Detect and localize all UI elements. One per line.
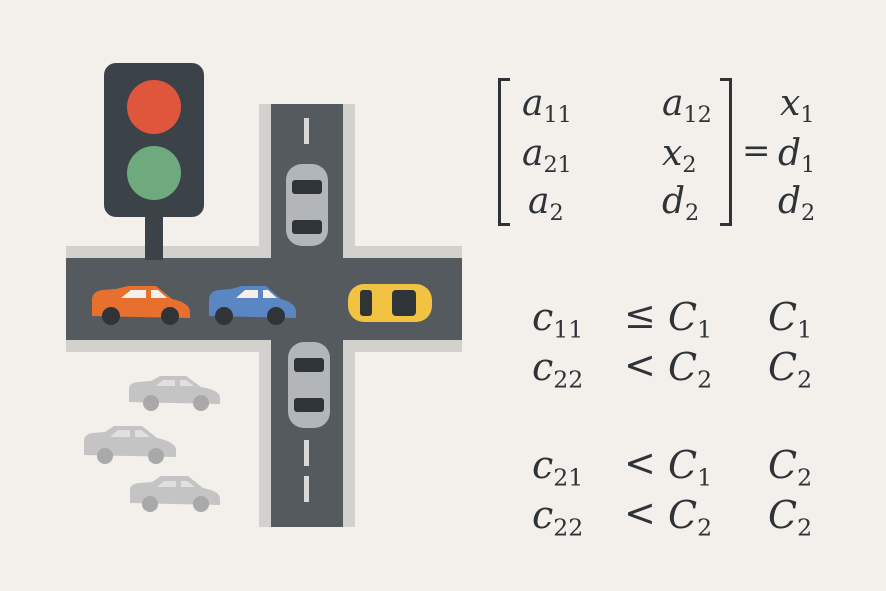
constraint-1-1-rhs: C1 <box>768 295 813 344</box>
equals-sign: = <box>742 131 771 171</box>
car-icon-blue <box>209 286 296 325</box>
car-icon-yellow <box>348 284 432 322</box>
constraint-2-1-operator: < <box>624 441 656 485</box>
constraint-2-1-rhs: C2 <box>768 443 813 492</box>
matrix-cell-3-1: a2 <box>528 181 564 227</box>
car-icon-gray-bottom <box>288 342 330 428</box>
red-light <box>127 80 181 134</box>
rhs-cell-2: d1 <box>778 133 816 179</box>
constraint-2-1-lhs: c21 <box>532 443 584 492</box>
matrix-left-bracket <box>498 78 510 226</box>
constraint-2-2-mid: C2 <box>668 493 713 542</box>
constraint-1-2-lhs: c22 <box>532 345 584 394</box>
traffic-light-icon <box>104 63 204 260</box>
lane-dash <box>304 118 309 144</box>
matrix-right-bracket <box>720 78 732 226</box>
constraint-1-1-mid: C1 <box>668 295 713 344</box>
car-icon-gray-top <box>286 164 328 246</box>
matrix-cell-3-2: d2 <box>662 181 700 227</box>
matrix-cell-1-1: a11 <box>522 83 572 129</box>
constraint-2-2-operator: < <box>624 491 656 535</box>
car-icon-orange <box>92 286 190 325</box>
constraint-2-2-rhs: C2 <box>768 493 813 542</box>
lane-markings <box>304 118 309 502</box>
constraint-1-2-rhs: C2 <box>768 345 813 394</box>
matrix-cell-2-2: x2 <box>662 133 697 179</box>
lane-dash <box>304 440 309 466</box>
constraint-2-1-mid: C1 <box>668 443 713 492</box>
rhs-cell-3: d2 <box>778 181 816 227</box>
constraint-1-2-mid: C2 <box>668 345 713 394</box>
constraint-2-2-lhs: c22 <box>532 493 584 542</box>
matrix-cell-1-2: a12 <box>662 83 712 129</box>
constraint-1-1-lhs: c11 <box>532 295 584 344</box>
constraint-1-2-operator: < <box>624 343 656 387</box>
constraint-1-1-operator: ≤ <box>624 293 656 337</box>
car-icon-faded-1 <box>129 376 220 411</box>
traffic-light-pole <box>145 212 163 260</box>
matrix-cell-2-1: a21 <box>522 133 572 179</box>
car-icon-faded-3 <box>130 476 220 512</box>
rhs-cell-1: x1 <box>780 83 815 129</box>
car-icon-faded-2 <box>84 426 176 464</box>
green-light <box>127 146 181 200</box>
lane-dash <box>304 476 309 502</box>
